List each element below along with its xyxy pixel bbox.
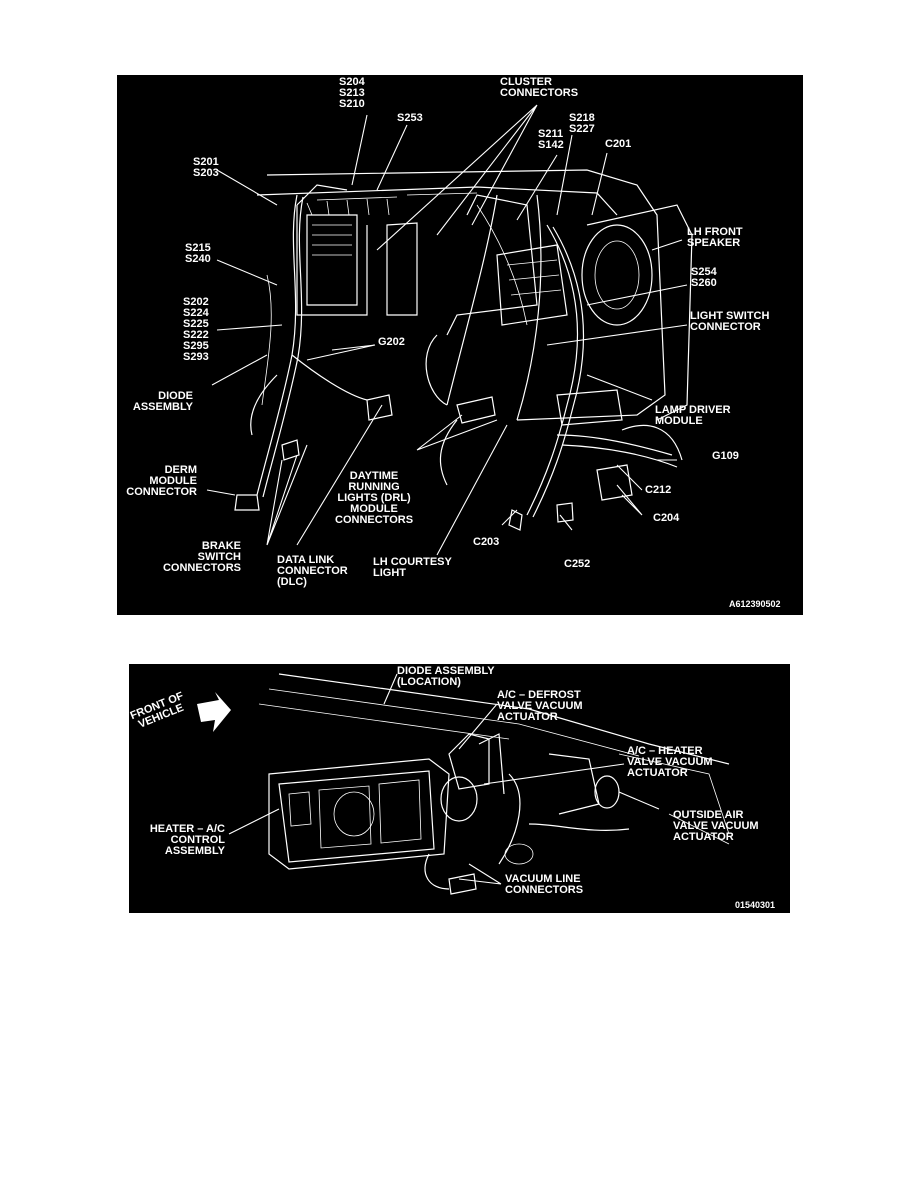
label-light-switch-connector: LIGHT SWITCH CONNECTOR	[690, 310, 770, 333]
label-s204-s213-s210: S204 S213 S210	[339, 76, 365, 110]
label-ac-defrost-actuator: A/C – DEFROST VALVE VACUUM ACTUATOR	[497, 689, 583, 723]
label-diode-assembly: DIODE ASSEMBLY	[132, 390, 193, 413]
figure-code: 01540301	[735, 900, 776, 910]
wiring-diagram-figure: S204 S213 S210 S253 CLUSTER CONNECTORS S…	[117, 75, 803, 615]
figure-code: A612390502	[729, 599, 781, 609]
label-data-link-connector: DATA LINK CONNECTOR (DLC)	[277, 554, 348, 588]
label-vacuum-line-connectors: VACUUM LINE CONNECTORS	[505, 873, 584, 896]
label-g202: G202	[378, 336, 405, 348]
label-diode-assembly-location: DIODE ASSEMBLY (LOCATION)	[397, 665, 495, 688]
label-lh-front-speaker: LH FRONT SPEAKER	[687, 226, 743, 249]
label-c201: C201	[605, 138, 632, 150]
label-cluster-connectors: CLUSTER CONNECTORS	[500, 76, 579, 99]
label-s215-s240: S215 S240	[185, 242, 211, 265]
label-g109: G109	[712, 450, 739, 462]
label-c252: C252	[564, 558, 591, 570]
label-c203: C203	[473, 536, 500, 548]
label-c204: C204	[653, 512, 680, 524]
label-s218-s227: S218 S227	[569, 112, 595, 135]
label-c212: C212	[645, 484, 672, 496]
hvac-illustration	[197, 673, 730, 895]
label-derm-module-connector: DERM MODULE CONNECTOR	[126, 464, 197, 498]
label-outside-air-actuator: OUTSIDE AIR VALVE VACUUM ACTUATOR	[673, 809, 759, 843]
label-s202-group: S202 S224 S225 S222 S295 S293	[183, 296, 209, 363]
label-lamp-driver-module: LAMP DRIVER MODULE	[655, 404, 731, 427]
label-drl-module-connectors: DAYTIME RUNNING LIGHTS (DRL) MODULE CONN…	[335, 470, 414, 526]
label-s253: S253	[397, 112, 423, 124]
label-heater-ac-control-assembly: HEATER – A/C CONTROL ASSEMBLY	[149, 823, 225, 857]
dashboard-wiring-illustration	[206, 104, 693, 556]
hvac-vacuum-diagram-figure: DIODE ASSEMBLY (LOCATION) FRONT OF VEHIC…	[129, 664, 790, 913]
label-s201-s203: S201 S203	[193, 156, 219, 179]
label-s254-s260: S254 S260	[691, 266, 717, 289]
label-ac-heater-actuator: A/C – HEATER VALVE VACUUM ACTUATOR	[627, 745, 713, 779]
label-brake-switch-connectors: BRAKE SWITCH CONNECTORS	[162, 540, 241, 574]
label-lh-courtesy-light: LH COURTESY LIGHT	[373, 556, 452, 579]
label-s211-s142: S211 S142	[538, 128, 564, 151]
